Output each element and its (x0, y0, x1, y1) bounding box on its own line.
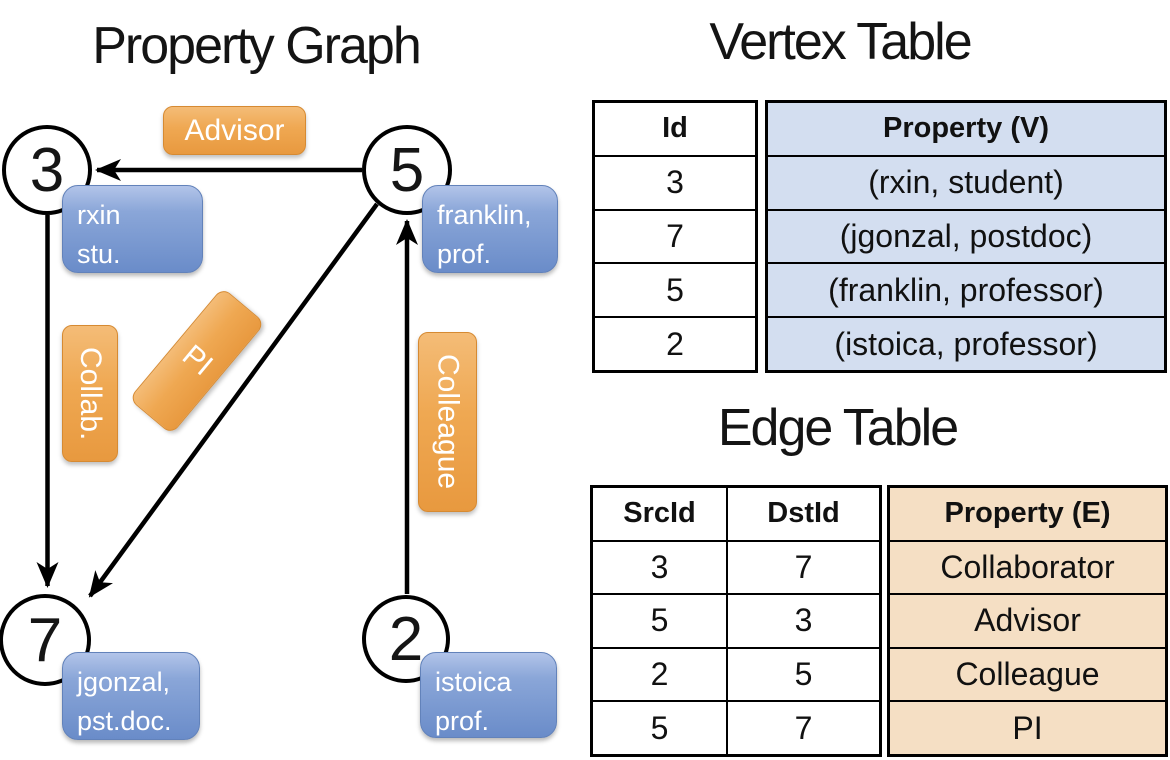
vertex-property-line: pst.doc. (77, 706, 172, 737)
vertex-property-line: istoica (435, 667, 512, 697)
graph-edge-lines (36, 159, 418, 598)
property-graph-title: Property Graph (92, 17, 422, 75)
vertex-property-box-istoica: istoica prof. (420, 652, 557, 738)
edge-table-cell: 5 (593, 595, 726, 649)
edge-table-title: Edge Table (717, 399, 959, 457)
edge-table-srcid-column: SrcId 3 5 2 5 (593, 488, 728, 754)
vertex-property-line: rxin (77, 200, 121, 230)
vertex-table-cell: 3 (595, 157, 755, 211)
vertex-property-line: prof. (435, 706, 490, 737)
edge-label-text: Colleague (431, 354, 465, 490)
edge-label-text: PI (175, 338, 219, 383)
vertex-table-cell: 2 (666, 325, 684, 362)
edge-table-property-column: Property (E) Collaborator Advisor Collea… (887, 485, 1168, 757)
graph-node-2: 2 (362, 595, 450, 683)
edge-table-cell: 7 (794, 709, 813, 746)
edge-pi-arrow (88, 202, 379, 598)
vertex-table-property-column: Property (V) (rxin, student) (jgonzal, p… (765, 100, 1167, 373)
vertex-property-line: franklin, (437, 200, 532, 230)
edge-label-text: Advisor (184, 113, 285, 147)
vertex-table-cell: 7 (595, 211, 755, 265)
edge-table-header-property: Property (E) (890, 488, 1165, 542)
graph-node-5: 5 (362, 125, 452, 215)
vertex-table-cell: (istoica, professor) (768, 318, 1164, 370)
vertex-property-line: prof. (437, 239, 492, 270)
edge-table-id-columns: SrcId 3 5 2 5 DstId 7 3 5 7 (590, 485, 882, 757)
edge-table-cell: Advisor (890, 595, 1165, 649)
node-id: 7 (27, 605, 63, 675)
vertex-property-box-jgonzal: jgonzal, pst.doc. (62, 652, 200, 740)
vertex-property-line: stu. (77, 239, 121, 270)
edge-table-cell: 5 (728, 649, 879, 703)
edge-label-text: Collab. (74, 346, 107, 441)
vertex-property-line: jgonzal, (77, 667, 171, 697)
vertex-property-box-franklin: franklin, prof. (422, 185, 558, 273)
vertex-table-cell: (rxin, student) (768, 156, 1164, 211)
edge-table-cell: 7 (728, 542, 879, 596)
edge-table-dstid-column: DstId 7 3 5 7 (728, 488, 879, 754)
edge-label-advisor: Advisor (163, 106, 306, 155)
edge-label-colleague: Colleague (418, 332, 477, 512)
edge-table-header-srcid: SrcId (593, 488, 726, 542)
edge-table-header-dstid: DstId (728, 488, 879, 542)
vertex-table-id-column: Id 3 7 5 2 (592, 100, 758, 373)
vertex-table-title: Vertex Table (709, 13, 972, 71)
node-id: 2 (388, 604, 424, 674)
edge-table-cell: 3 (728, 595, 879, 649)
vertex-table-header-id: Id (595, 103, 755, 157)
edge-table-cell: 3 (593, 542, 726, 596)
edge-table-cell: Colleague (890, 648, 1165, 703)
vertex-table-cell: (jgonzal, postdoc) (768, 210, 1164, 265)
vertex-table-cell: 5 (595, 264, 755, 319)
vertex-table-cell: (franklin, professor) (768, 264, 1164, 319)
edge-table-cell: 5 (650, 709, 669, 746)
edge-table-cell: 2 (593, 649, 726, 703)
vertex-property-box-rxin: rxin stu. (62, 185, 203, 273)
node-id: 5 (389, 135, 425, 205)
edge-label-collab: Collab. (62, 325, 118, 462)
vertex-table-header-property: Property (V) (768, 103, 1164, 157)
node-id: 3 (29, 135, 65, 205)
edge-table-cell: Collaborator (890, 541, 1165, 596)
edge-table-cell: PI (890, 702, 1165, 754)
